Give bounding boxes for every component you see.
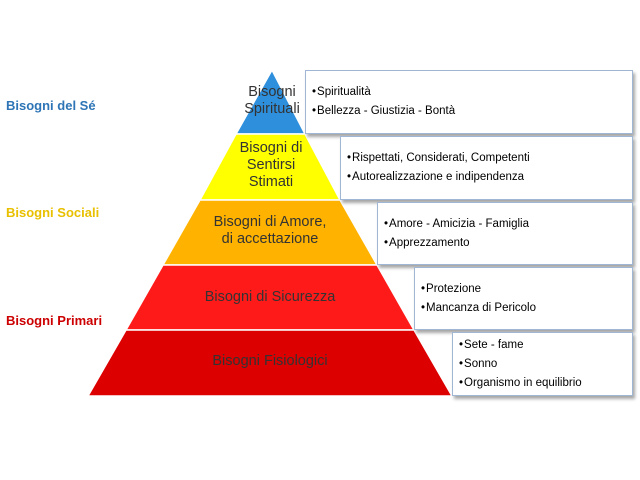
list-item: Rispettati, Considerati, Competenti — [347, 149, 626, 168]
box-fisiologici: Sete - fame Sonno Organismo in equilibri… — [452, 332, 633, 396]
box-sicurezza: Protezione Mancanza di Pericolo — [414, 267, 633, 330]
list-item: Protezione — [421, 280, 626, 299]
list-item: Spiritualità — [312, 83, 626, 102]
list-item: Bellezza - Giustizia - Bontà — [312, 102, 626, 121]
list-item: Sete - fame — [459, 336, 626, 355]
list-item: Organismo in equilibrio — [459, 374, 626, 393]
box-amore: Amore - Amicizia - Famiglia Apprezzament… — [377, 202, 633, 265]
box-stimati: Rispettati, Considerati, Competenti Auto… — [340, 136, 633, 200]
side-label-sociali: Bisogni Sociali — [6, 205, 100, 220]
side-label-primari: Bisogni Primari — [6, 313, 103, 328]
list-item: Amore - Amicizia - Famiglia — [384, 215, 626, 234]
list-item: Autorealizzazione e indipendenza — [347, 168, 626, 187]
side-label-se: Bisogni del Sé — [6, 98, 96, 113]
list-item: Apprezzamento — [384, 234, 626, 253]
list-item: Sonno — [459, 355, 626, 374]
level-sicurezza-title: Bisogni di Sicurezza — [204, 289, 336, 305]
level-fisiologici-title: Bisogni Fisiologici — [212, 353, 328, 369]
level-amore-title: Bisogni di Amore,di accettazione — [213, 214, 327, 247]
level-fisiologici-band — [86, 329, 454, 397]
box-spirituali: Spiritualità Bellezza - Giustizia - Bont… — [305, 70, 633, 134]
list-item: Mancanza di Pericolo — [421, 299, 626, 318]
